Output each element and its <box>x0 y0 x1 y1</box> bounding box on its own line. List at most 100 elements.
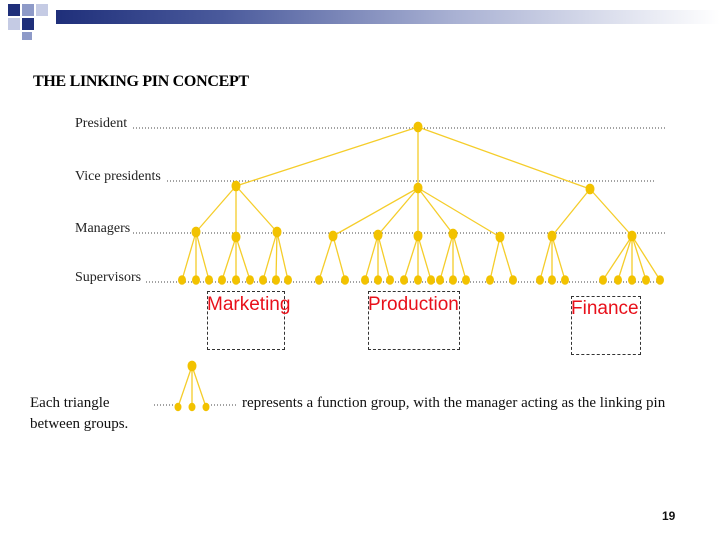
vice-president-node <box>413 182 423 194</box>
legend-triangle-edge <box>191 365 207 408</box>
edge-manager-supervisor <box>332 235 346 281</box>
supervisor-node <box>232 275 240 285</box>
supervisor-node <box>361 275 369 285</box>
supervisor-node <box>400 275 408 285</box>
supervisor-node <box>614 275 622 285</box>
supervisor-node <box>449 275 457 285</box>
edge-manager-supervisor <box>235 236 251 281</box>
manager-node <box>627 230 637 242</box>
edge-vp-manager <box>377 187 419 236</box>
edge-manager-supervisor <box>275 231 278 281</box>
edge-vp-manager <box>332 187 419 237</box>
manager-node <box>413 230 423 242</box>
edge-manager-supervisor <box>439 233 454 281</box>
production-group-box <box>368 291 460 350</box>
header-decoration <box>0 0 720 40</box>
supervisor-node <box>656 275 664 285</box>
supervisor-node <box>341 275 349 285</box>
edge-manager-supervisor <box>539 235 553 281</box>
manager-node <box>191 226 201 238</box>
edge-manager-supervisor <box>452 233 467 281</box>
decor-square <box>8 18 20 30</box>
edge-vp-manager <box>417 187 454 235</box>
caption-part-2: represents a function group, with the ma… <box>242 395 666 411</box>
decor-square <box>22 32 32 40</box>
supervisor-node <box>548 275 556 285</box>
edge-manager-supervisor <box>417 235 432 281</box>
legend-triangle-base-node <box>202 402 210 412</box>
supervisor-node <box>374 275 382 285</box>
manager-node <box>373 229 383 241</box>
supervisor-node <box>192 275 200 285</box>
supervisor-node <box>205 275 213 285</box>
supervisor-node <box>599 275 607 285</box>
supervisor-node <box>509 275 517 285</box>
supervisor-node <box>386 275 394 285</box>
page-number: 19 <box>662 509 676 523</box>
level-label-vice-presidents: Vice presidents <box>75 169 161 184</box>
manager-node <box>231 231 241 243</box>
edge-president-vp <box>417 126 591 190</box>
supervisor-node <box>315 275 323 285</box>
legend-triangle-base-node <box>188 402 196 412</box>
finance-group-box <box>571 296 641 355</box>
finance-label: Finance <box>571 298 639 319</box>
level-label-supervisors: Supervisors <box>75 270 142 285</box>
decor-square <box>22 18 34 30</box>
supervisor-node <box>486 275 494 285</box>
marketing-group-box <box>207 291 285 350</box>
supervisor-node <box>218 275 226 285</box>
manager-node <box>448 228 458 240</box>
production-label: Production <box>368 294 459 315</box>
edge-manager-supervisor <box>181 231 197 281</box>
supervisor-node <box>628 275 636 285</box>
supervisor-node <box>284 275 292 285</box>
level-label-president: President <box>75 116 128 131</box>
supervisor-node <box>259 275 267 285</box>
vice-president-node <box>231 180 241 192</box>
edge-manager-supervisor <box>631 235 647 281</box>
caption-part-3: between groups. <box>30 416 129 432</box>
edge-manager-supervisor <box>377 234 391 281</box>
decor-square <box>22 4 34 16</box>
edge-vp-manager <box>417 187 501 238</box>
edge-vp-manager <box>195 185 237 233</box>
edge-manager-supervisor <box>221 236 237 281</box>
decor-square <box>36 4 48 16</box>
edge-manager-supervisor <box>276 231 289 281</box>
level-label-managers: Managers <box>75 221 131 236</box>
caption-part-1: Each triangle <box>30 395 110 411</box>
edge-president-vp <box>235 126 419 187</box>
edge-manager-supervisor <box>318 235 334 281</box>
marketing-label: Marketing <box>207 294 291 315</box>
edge-vp-manager <box>551 188 591 237</box>
edge-manager-supervisor <box>403 235 419 281</box>
edge-manager-supervisor <box>631 235 661 281</box>
manager-node <box>547 230 557 242</box>
supervisor-node <box>246 275 254 285</box>
edge-manager-supervisor <box>195 231 210 281</box>
edge-manager-supervisor <box>602 235 633 281</box>
edge-manager-supervisor <box>551 235 566 281</box>
manager-node <box>272 226 282 238</box>
decor-square <box>8 4 20 16</box>
edge-vp-manager <box>235 185 278 233</box>
president-node <box>413 121 423 133</box>
supervisor-node <box>536 275 544 285</box>
supervisor-node <box>427 275 435 285</box>
supervisor-node <box>561 275 569 285</box>
supervisor-node <box>462 275 470 285</box>
header-gradient-bar <box>56 10 720 24</box>
edge-manager-supervisor <box>489 236 501 281</box>
edge-manager-supervisor <box>262 231 278 281</box>
supervisor-node <box>436 275 444 285</box>
supervisor-node <box>178 275 186 285</box>
legend-triangle-edge <box>177 365 193 408</box>
supervisor-node <box>272 275 280 285</box>
supervisor-node <box>414 275 422 285</box>
legend-triangle-base-node <box>174 402 182 412</box>
manager-node <box>328 230 338 242</box>
edge-manager-supervisor <box>617 235 633 281</box>
edge-manager-supervisor <box>364 234 379 281</box>
